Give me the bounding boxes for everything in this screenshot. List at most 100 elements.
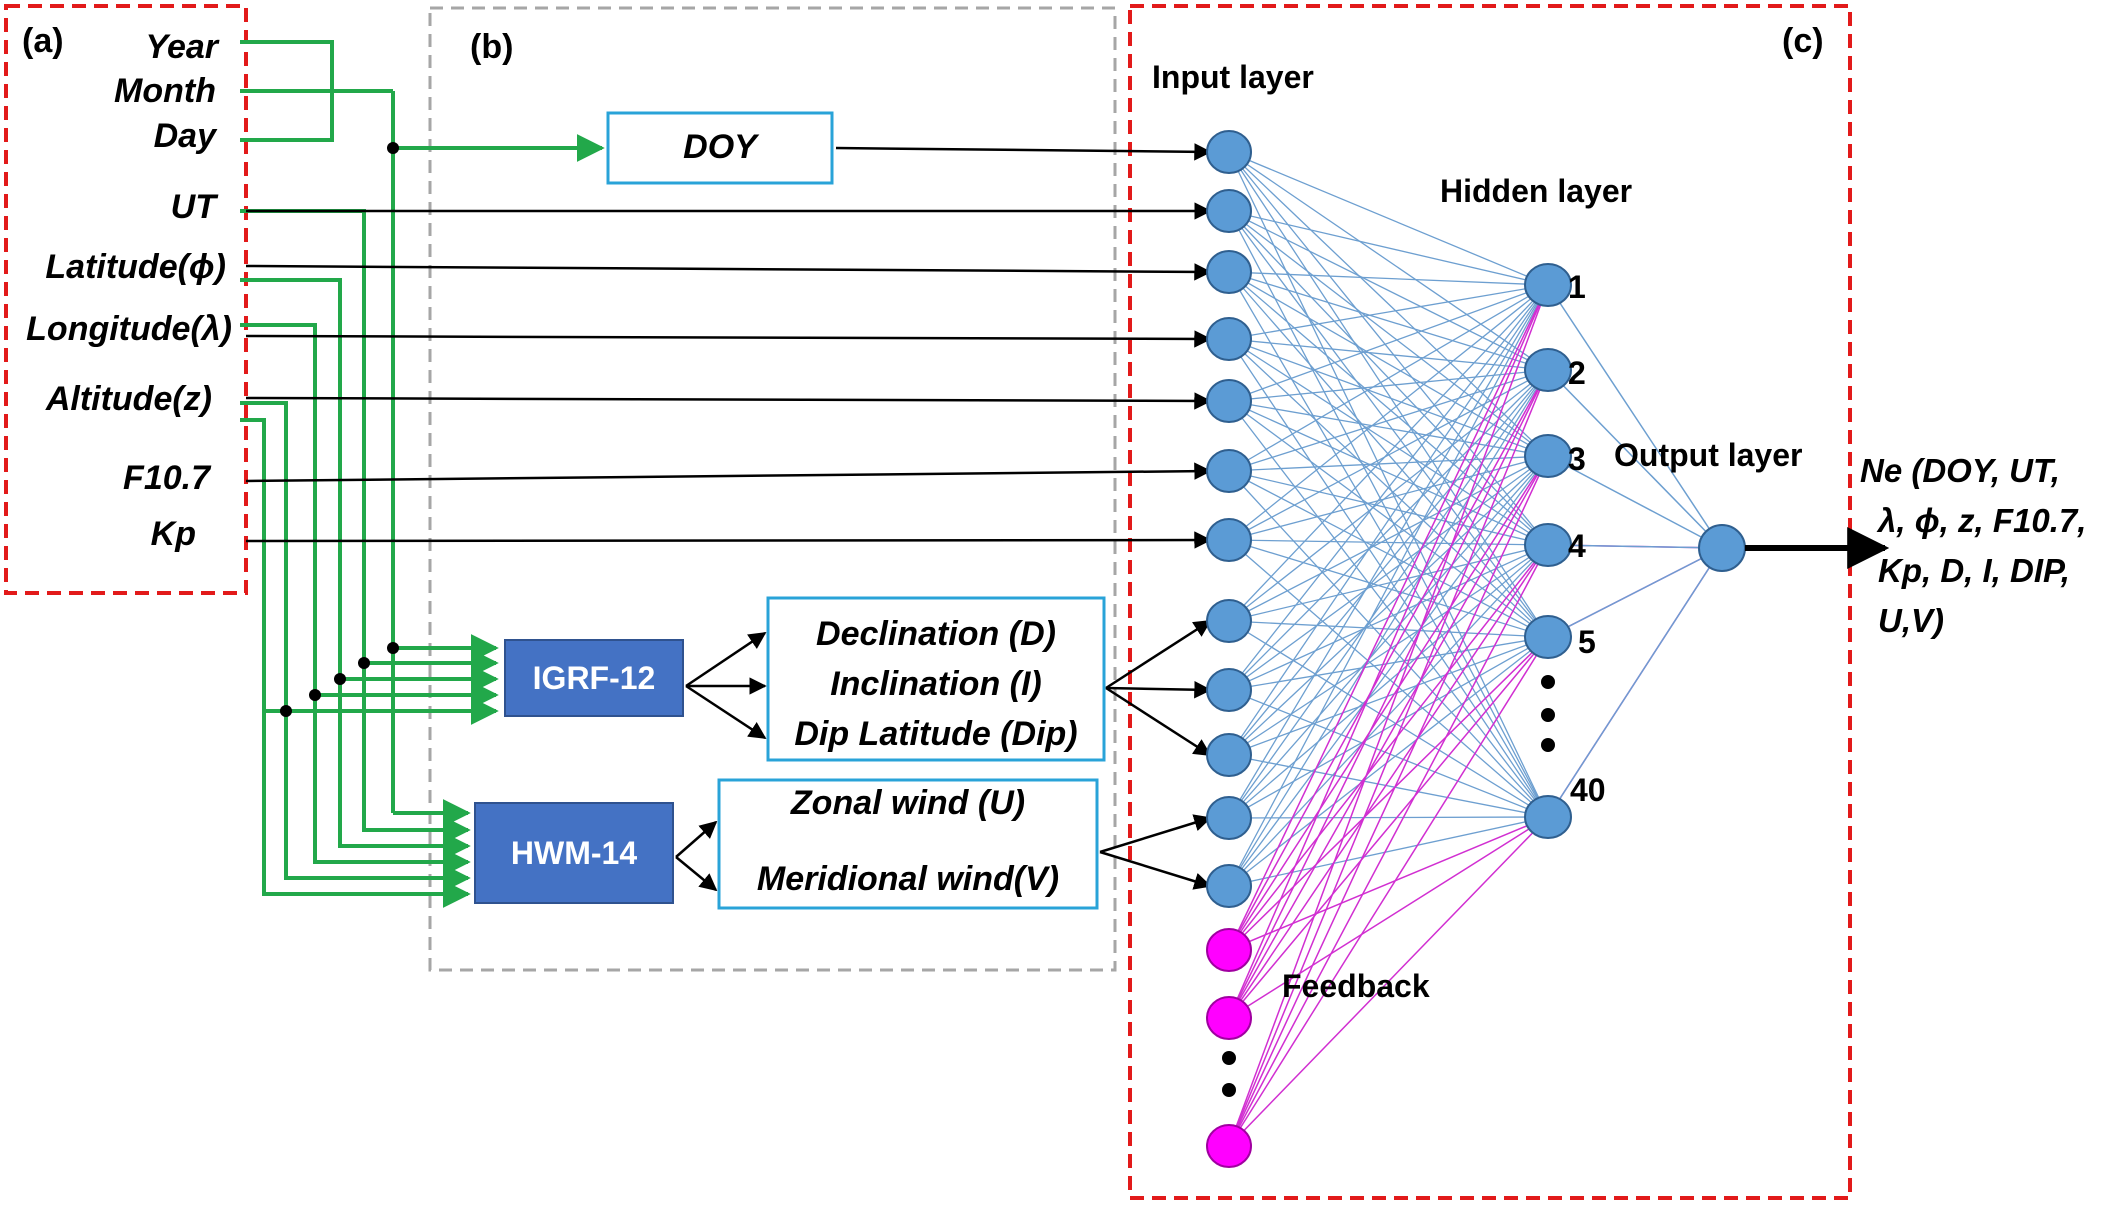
igrf-label: IGRF-12 — [533, 660, 656, 696]
connection-line — [1228, 816, 1549, 819]
direct-input-lines — [245, 143, 1212, 892]
input-month: Month — [114, 72, 216, 110]
feedback-connection-line — [1228, 369, 1549, 1019]
connection-line — [1228, 455, 1549, 622]
hidden-node — [1524, 795, 1572, 839]
feedback-connection-line — [1228, 636, 1549, 1147]
connection-line — [1228, 455, 1549, 541]
feedback-node — [1206, 1124, 1252, 1168]
input-node — [1206, 130, 1252, 174]
panel-c-label: (c) — [1782, 22, 1824, 60]
connection-line — [1228, 455, 1549, 887]
connection-line — [1228, 338, 1549, 818]
hidden-layer-title: Hidden layer — [1440, 173, 1632, 209]
connection-line — [1228, 151, 1549, 286]
connection-line — [1228, 539, 1549, 546]
feedback-connection-line — [1228, 544, 1549, 1019]
output-connection-line — [1547, 544, 1723, 549]
connection-line — [1228, 455, 1549, 756]
connection-line — [1228, 151, 1549, 818]
connection-line — [1228, 271, 1549, 286]
input-node — [1206, 733, 1252, 777]
connection-line — [1228, 369, 1549, 541]
output-expression: Ne (DOY, UT, λ, ϕ, z, F10.7, Kp, D, I, D… — [1860, 452, 2086, 639]
feedback-connection-line — [1228, 544, 1549, 1147]
connection-line — [1228, 284, 1549, 756]
feedback-connection-line — [1228, 544, 1549, 951]
connection-line — [1228, 400, 1549, 546]
output-layer-title: Output layer — [1614, 437, 1802, 473]
input-node — [1206, 449, 1252, 493]
connection-line — [1228, 455, 1549, 819]
connection-line — [1228, 210, 1549, 818]
feedback-connection-line — [1228, 636, 1549, 951]
input-node — [1206, 518, 1252, 562]
connection-line — [1228, 689, 1549, 818]
input-node — [1206, 250, 1252, 294]
hidden-label-40: 40 — [1570, 772, 1606, 808]
connection-line — [1228, 470, 1549, 546]
hwm-box — [474, 802, 674, 904]
input-node — [1206, 379, 1252, 423]
igrf-output-box — [766, 596, 1106, 762]
connection-line — [1228, 455, 1549, 691]
input-day: Day — [154, 117, 218, 155]
connection-line — [1228, 754, 1549, 818]
input-ut: UT — [171, 188, 220, 226]
input-year: Year — [146, 28, 220, 66]
connection-line — [1228, 151, 1549, 371]
panel-b-border — [428, 6, 1117, 972]
connection-line — [1228, 816, 1549, 887]
connection-line — [1228, 284, 1549, 819]
feedback-connection-line — [1228, 284, 1549, 1019]
hidden-node — [1524, 434, 1572, 478]
feedback-title: Feedback — [1282, 968, 1430, 1004]
feedback-nodes — [1206, 928, 1252, 1168]
feedback-connection-line — [1228, 636, 1549, 1019]
feedback-connection-line — [1228, 816, 1549, 1147]
zonal-wind-label: Zonal wind (U) — [790, 784, 1025, 822]
feedback-connection-line — [1228, 284, 1549, 951]
connection-line — [1228, 151, 1549, 638]
feedback-connection-line — [1228, 816, 1549, 1019]
feedback-ellipsis-dots — [1222, 1051, 1236, 1097]
input-node — [1206, 317, 1252, 361]
connection-line — [1228, 620, 1549, 818]
connection-line — [1228, 369, 1549, 887]
connection-line — [1228, 271, 1549, 818]
connection-line — [1228, 470, 1549, 638]
panel-c-border — [1128, 4, 1852, 1200]
connection-line — [1228, 544, 1549, 622]
declination-label: Declination (D) — [816, 615, 1056, 653]
feedback-connection-line — [1228, 284, 1549, 1147]
connection-line — [1228, 271, 1549, 371]
connection-line — [1228, 455, 1549, 472]
connection-line — [1228, 210, 1549, 457]
connection-line — [1228, 369, 1549, 622]
feedback-connection-line — [1228, 455, 1549, 1147]
hidden-node — [1524, 615, 1572, 659]
output-connection-line — [1547, 547, 1723, 638]
connection-line — [1228, 369, 1549, 756]
input-node — [1206, 599, 1252, 643]
doy-label: DOY — [683, 128, 760, 166]
input-layer-title: Input layer — [1152, 59, 1314, 95]
output-node — [1698, 524, 1746, 572]
connection-line — [1228, 539, 1549, 818]
connection-line — [1228, 636, 1549, 819]
hidden-label-5: 5 — [1578, 624, 1596, 660]
output-connection-line — [1547, 455, 1723, 549]
connection-line — [1228, 284, 1549, 472]
feedback-connection-line — [1228, 816, 1549, 951]
panel-a-border — [4, 4, 248, 595]
connection-line — [1228, 539, 1549, 638]
output-connection-line — [1547, 369, 1723, 549]
connection-line — [1228, 369, 1549, 691]
input-hidden-connections — [1228, 151, 1549, 887]
connection-line — [1228, 284, 1549, 691]
hidden-label-1: 1 — [1568, 269, 1586, 305]
hidden-label-4: 4 — [1568, 528, 1586, 564]
connection-line — [1228, 636, 1549, 887]
input-kp: Kp — [151, 515, 196, 553]
meridional-wind-label: Meridional wind(V) — [757, 860, 1059, 898]
